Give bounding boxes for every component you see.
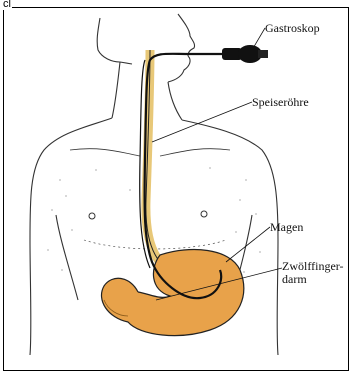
gastroscope-device-icon xyxy=(222,45,268,63)
label-magen: Magen xyxy=(270,221,303,234)
label-speiseroehre: Speiseröhre xyxy=(252,96,309,109)
stomach xyxy=(101,250,243,336)
label-gastroskop: Gastroskop xyxy=(265,22,320,35)
label-zwoelffinger-line1: Zwölffinger- xyxy=(282,259,344,273)
label-zwoelffinger-line2: darm xyxy=(282,272,307,286)
label-zwoelffingerdarm: Zwölffinger- darm xyxy=(282,260,342,286)
